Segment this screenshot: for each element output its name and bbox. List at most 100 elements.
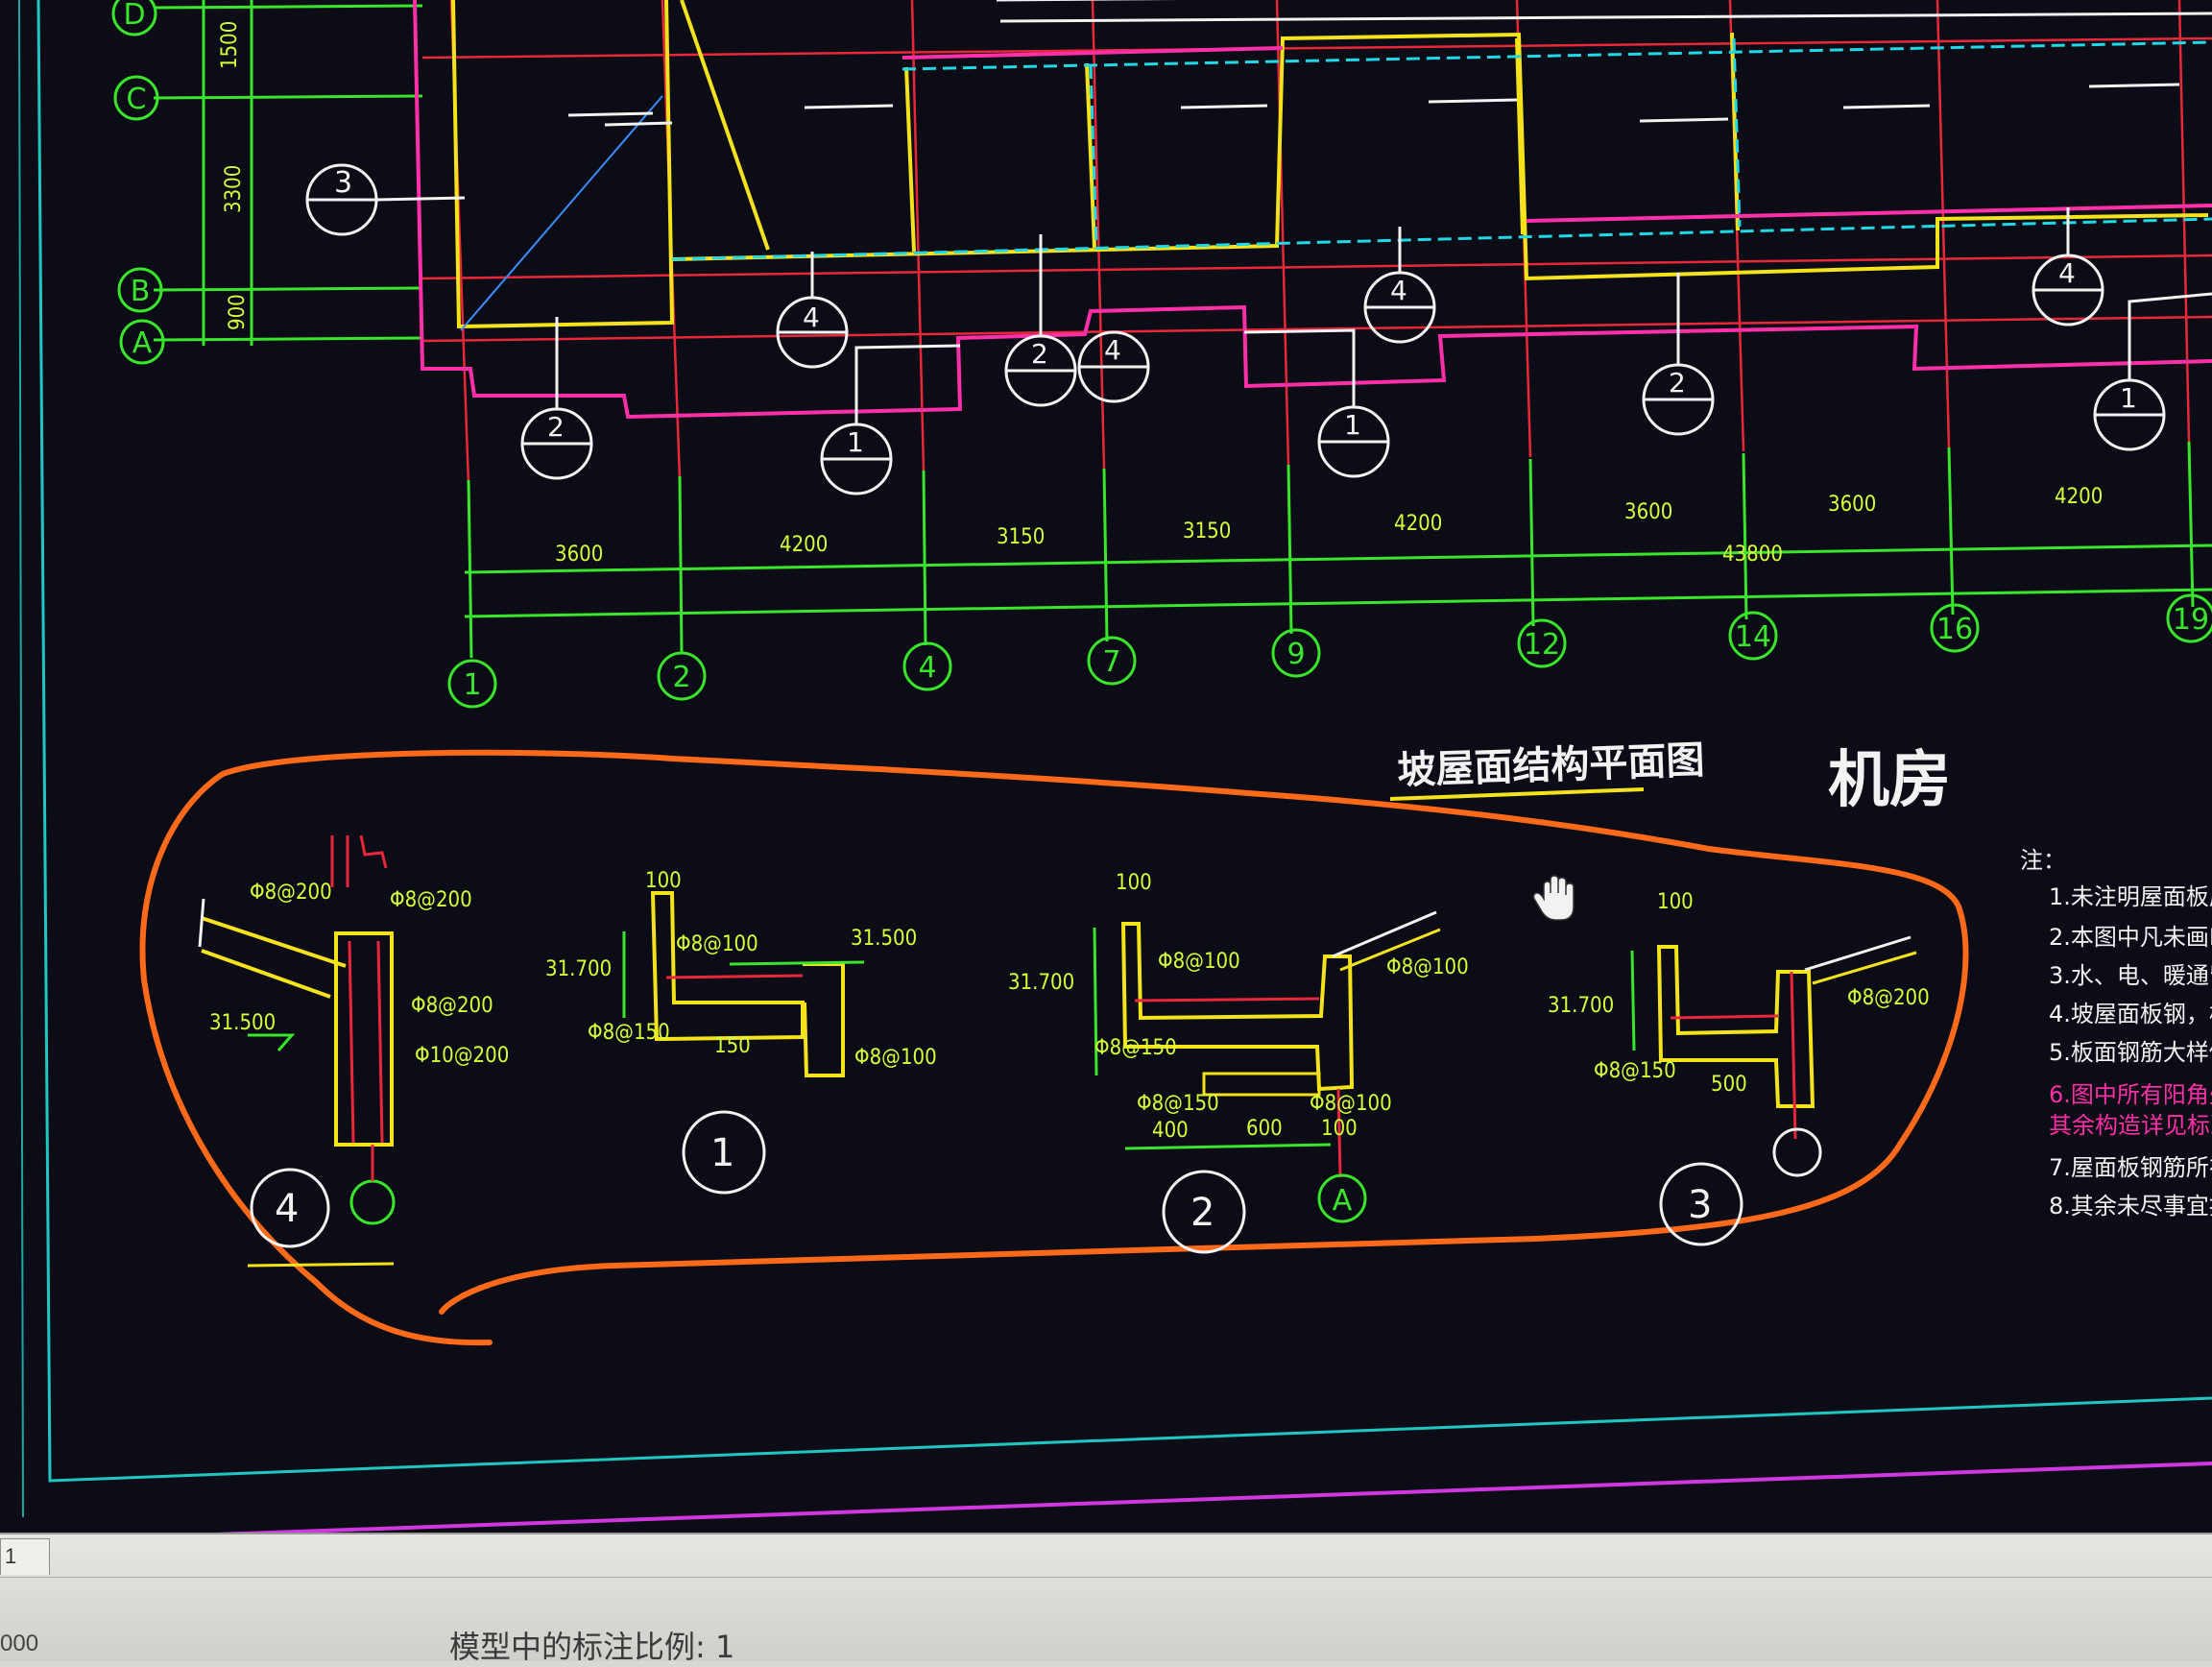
detail-axis-marker-A: A [1333, 1184, 1353, 1218]
cad-drawing-canvas[interactable]: .g { stroke: #39e62c; fill: none; stroke… [0, 0, 2212, 1575]
svg-text:500: 500 [1711, 1073, 1747, 1097]
row-dimension-text: 1500 [218, 21, 242, 69]
svg-text:Φ8@100: Φ8@100 [854, 1046, 937, 1070]
detail-marker-3: 3 [1688, 1183, 1712, 1227]
axis-row-label: B [131, 275, 151, 308]
axis-col-7: 7 [1087, 636, 1137, 686]
cyan-beam-lines [460, 0, 2212, 331]
svg-text:31.700: 31.700 [1548, 994, 1614, 1018]
general-notes: 注： 1.未注明屋面板厚为120m 2.本图中凡未画EC板钢 3.水、电、暖通留… [2020, 847, 2212, 1220]
svg-text:19: 19 [2173, 603, 2209, 637]
row-dimension-text: 3300 [222, 165, 246, 213]
svg-text:16: 16 [1936, 613, 1973, 646]
row-axis-lines [153, 0, 2212, 346]
markup-freehand-loop [139, 749, 1969, 1346]
svg-text:2: 2 [547, 411, 565, 443]
plan-section-markers: 3 4 2 1 2 [305, 163, 2212, 495]
section-marker: 1 [820, 344, 961, 495]
axis-col-19: 19 [2166, 593, 2212, 643]
row-dimensions: 1500 3300 900 [218, 21, 250, 330]
axis-col-9: 9 [1271, 628, 1321, 678]
layout-tab-strip: 1 [0, 1534, 2212, 1578]
section-marker: 4 [1363, 227, 1436, 344]
svg-text:2: 2 [672, 661, 690, 694]
beam-outlines [413, 0, 2212, 420]
column-dimension-text: 3150 [1183, 519, 1231, 544]
column-dimension-text: 3600 [555, 543, 603, 567]
detail-4: Φ8@200 Φ8@200 Φ8@200 Φ10@200 31.500 4 [198, 834, 509, 1268]
svg-text:1: 1 [847, 426, 864, 458]
axis-row-label: C [127, 83, 147, 116]
notes-header: 注： [2020, 847, 2066, 874]
svg-text:Φ8@100: Φ8@100 [1386, 955, 1469, 979]
svg-text:4: 4 [2058, 257, 2076, 289]
pan-hand-icon [1532, 875, 1575, 921]
axis-col-1: 1 [447, 659, 497, 709]
column-dimension-text: 3600 [1828, 493, 1876, 517]
overall-dimension-text: 43800 [1722, 543, 1783, 567]
coordinate-readout-fragment: 000 [0, 1631, 39, 1656]
detail-1: 100 31.700 Φ8@100 31.500 Φ8@150 150 Φ8@1… [545, 869, 937, 1195]
svg-text:1: 1 [1344, 409, 1361, 441]
section-marker: 1 [1243, 328, 1390, 478]
svg-text:14: 14 [1735, 620, 1771, 654]
axis-col-12: 12 [1517, 618, 1567, 668]
plan-leaders [567, 0, 2212, 127]
svg-text:1: 1 [463, 668, 481, 702]
svg-text:12: 12 [1524, 628, 1560, 662]
column-axis-bubbles: 1 2 4 7 9 12 14 16 19 [447, 593, 2212, 709]
svg-text:4: 4 [1104, 334, 1121, 366]
svg-text:Φ8@100: Φ8@100 [1310, 1092, 1392, 1116]
row-axis-bubbles: D C B A [111, 0, 165, 365]
section-marker: 2 [1642, 273, 1715, 436]
svg-text:7: 7 [1102, 645, 1120, 679]
column-dimension-text: 3150 [997, 525, 1045, 549]
svg-text:2: 2 [1031, 338, 1048, 370]
svg-text:Φ10@200: Φ10@200 [415, 1044, 509, 1068]
svg-text:Φ8@150: Φ8@150 [588, 1021, 670, 1045]
svg-text:Φ8@200: Φ8@200 [250, 881, 332, 905]
column-dimension-text: 4200 [780, 533, 828, 557]
svg-text:4: 4 [1390, 275, 1407, 306]
svg-text:4: 4 [918, 651, 936, 685]
plan-title-text: 坡屋面结构平面图 [1397, 738, 1705, 793]
svg-text:100: 100 [645, 869, 682, 893]
row-dimension-text: 900 [226, 294, 250, 330]
svg-text:100: 100 [1657, 890, 1694, 914]
svg-text:400: 400 [1152, 1119, 1189, 1143]
column-dimension-texts: 3600 4200 3150 3150 4200 3600 3600 4200 … [555, 485, 2103, 567]
axis-col-2: 2 [657, 651, 707, 701]
section-marker: 2 [520, 317, 593, 480]
note-line: 5.板面钢筋大样做法详 [2049, 1039, 2212, 1066]
svg-text:100: 100 [1116, 871, 1152, 895]
svg-text:600: 600 [1246, 1117, 1283, 1141]
svg-text:Φ8@150: Φ8@150 [1094, 1036, 1177, 1060]
svg-text:Φ8@100: Φ8@100 [676, 932, 758, 956]
note-line-highlight: 其余构造详见标准图集 [2049, 1112, 2212, 1139]
svg-text:150: 150 [714, 1034, 751, 1058]
svg-text:1: 1 [2120, 382, 2137, 414]
note-line: 2.本图中凡未画EC板钢 [2049, 924, 2212, 951]
section-marker: 4 [776, 252, 849, 369]
note-line: 7.屋面板钢筋所在开洞 [2049, 1154, 2212, 1181]
svg-text:2: 2 [1669, 367, 1686, 399]
svg-text:31.500: 31.500 [209, 1011, 276, 1035]
layout-tab[interactable]: 1 [0, 1538, 50, 1575]
svg-text:Φ8@200: Φ8@200 [1847, 986, 1930, 1010]
room-label: 机房 [1828, 745, 1951, 816]
drawing-frame-inner [36, 0, 2212, 1483]
svg-text:Φ8@150: Φ8@150 [1137, 1092, 1219, 1116]
note-line: 4.坡屋面板钢，板面高 [2049, 1001, 2212, 1027]
section-marker: 3 [305, 163, 466, 236]
svg-text:31.700: 31.700 [1008, 971, 1074, 995]
svg-text:31.500: 31.500 [851, 927, 917, 951]
detail-3: 100 31.700 Φ8@150 500 Φ8@200 3 [1548, 890, 1930, 1246]
detail-marker-2: 2 [1190, 1191, 1214, 1235]
axis-row-A: A [119, 319, 165, 365]
section-marker: 1 [2093, 292, 2212, 451]
axis-col-16: 16 [1930, 603, 1980, 653]
section-marker: 4 [1039, 234, 1150, 403]
svg-text:31.700: 31.700 [545, 957, 612, 981]
axis-row-B: B [117, 267, 163, 313]
wall-outlines [451, 0, 2209, 329]
